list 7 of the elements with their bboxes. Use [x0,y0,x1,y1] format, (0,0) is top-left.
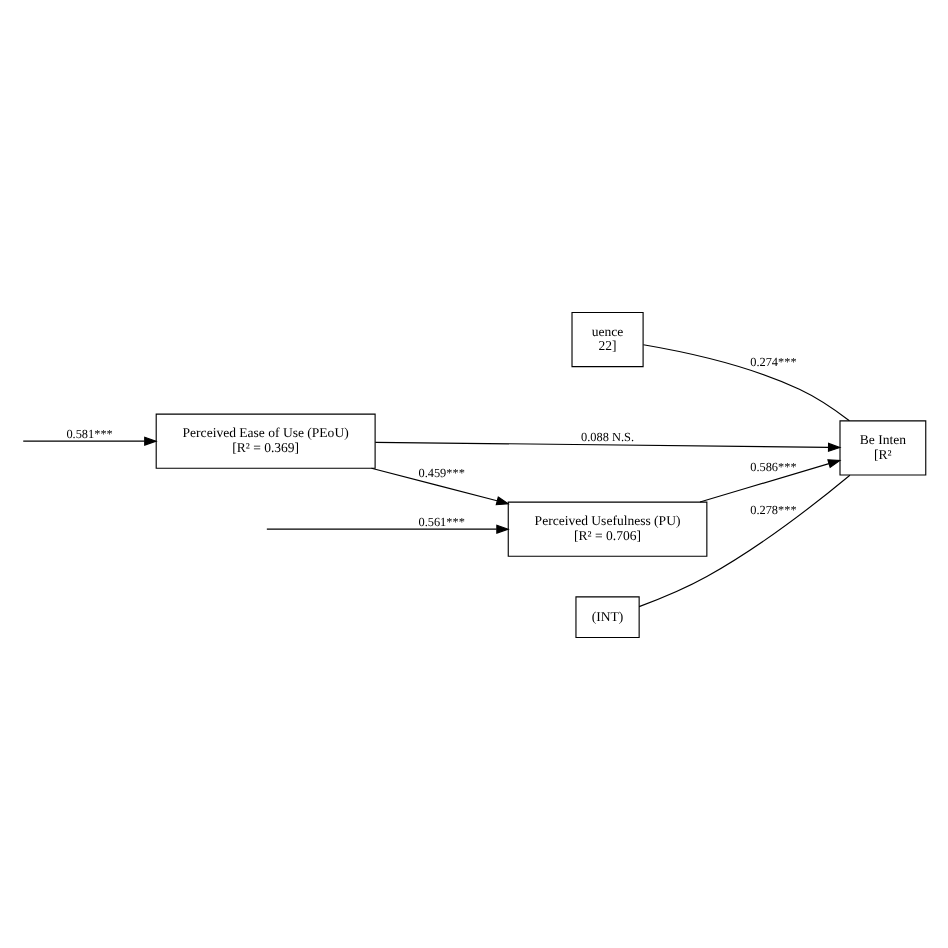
connector [638,473,851,607]
arrow [266,523,510,533]
connector [642,343,850,421]
arrow [370,466,510,505]
arrow [22,435,158,445]
arrow [699,458,842,502]
arrow [374,440,842,452]
